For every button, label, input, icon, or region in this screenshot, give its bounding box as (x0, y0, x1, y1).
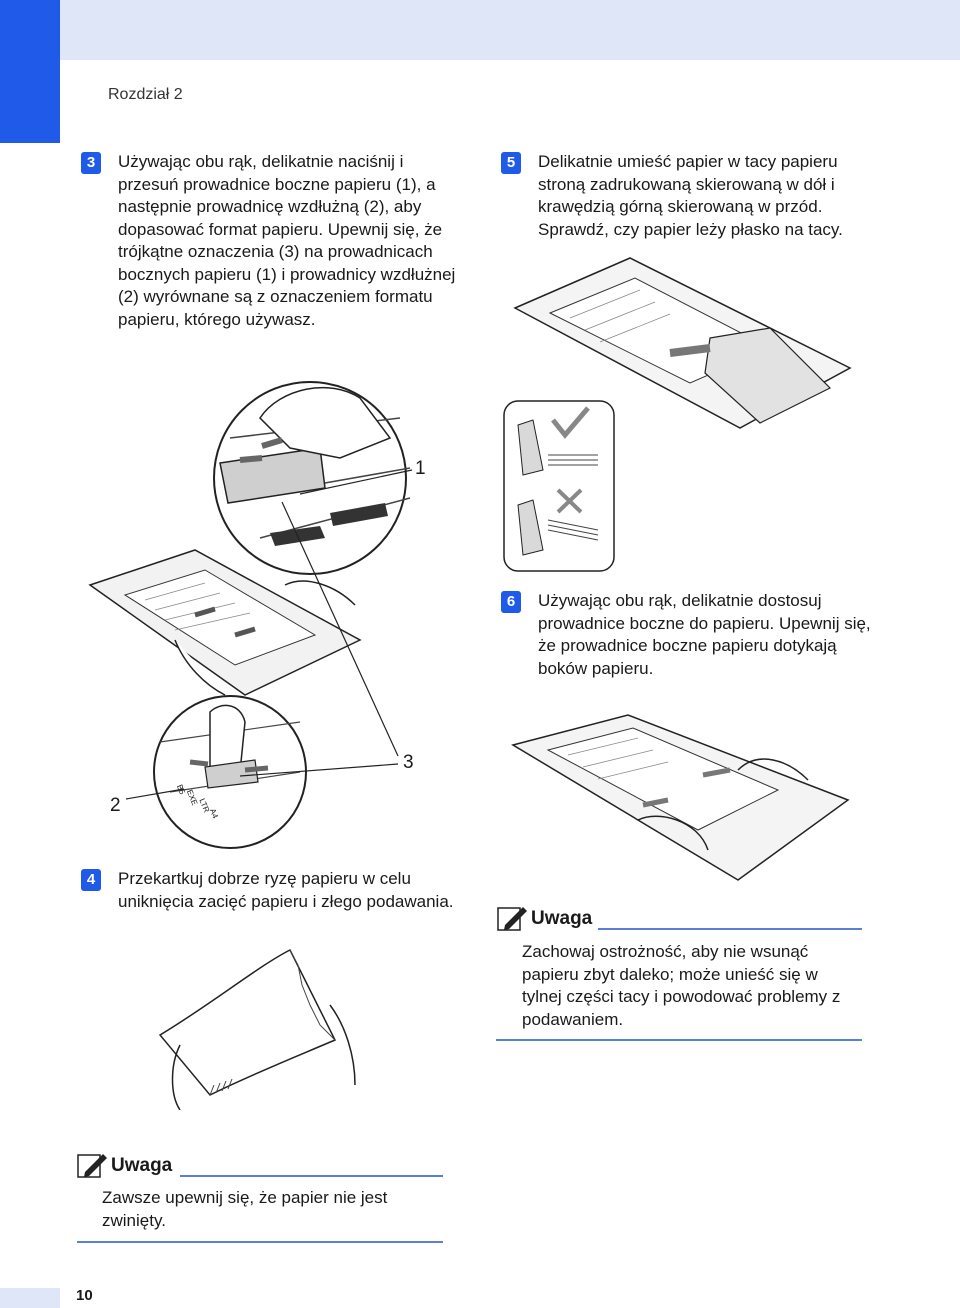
step-4-text: Przekartkuj dobrze ryzę papieru w celu u… (118, 869, 454, 911)
note-2-bottom-rule (77, 1241, 443, 1243)
step-3-badge: 3 (81, 152, 101, 174)
note-2-text: Zawsze upewnij się, że papier nie jest z… (102, 1188, 388, 1230)
callout-3-leader-to-tray (281, 501, 399, 757)
note-2-title: Uwaga (111, 1155, 173, 1176)
step-3-text: Używając obu rąk, delikatnie naciśnij i … (118, 152, 456, 329)
note-1-text: Zachowaj ostrożność, aby nie wsunąć papi… (522, 942, 841, 1029)
page-number: 10 (76, 1287, 93, 1304)
adjust-side-guides-illustration (508, 710, 853, 885)
callout-1: 1 (415, 458, 426, 479)
step-4-badge: 4 (81, 869, 101, 891)
callout-2: 2 (110, 795, 121, 816)
paper-in-tray-illustration (510, 248, 855, 438)
fan-paper-illustration (150, 945, 370, 1110)
step-5-badge: 5 (501, 152, 521, 174)
note-2-top-rule (180, 1175, 443, 1177)
paper-placement-check-illustration (503, 400, 615, 572)
note-1-title: Uwaga (531, 908, 593, 929)
chapter-tab (0, 0, 60, 143)
callout-1-leader (300, 469, 413, 495)
paper-tray-illustration (85, 545, 385, 700)
chapter-title: Rozdział 2 (108, 86, 183, 103)
callout-3: 3 (403, 752, 414, 773)
note-2-header: Uwaga (77, 1152, 172, 1180)
note-1-top-rule (598, 928, 862, 930)
note-pencil-icon (497, 907, 527, 931)
note-1-header: Uwaga (497, 905, 592, 933)
step-6-badge: 6 (501, 591, 521, 613)
callout-2-leader (126, 788, 185, 800)
note-pencil-icon (77, 1154, 107, 1178)
step-6-text: Używając obu rąk, delikatnie dostosuj pr… (538, 591, 871, 678)
side-guide-zoom-illustration (200, 378, 450, 578)
callout-3-leader (240, 763, 399, 777)
note-1-bottom-rule (496, 1039, 862, 1041)
step-5-text: Delikatnie umieść papier w tacy papieru … (538, 152, 843, 239)
footer-band (0, 1288, 60, 1308)
header-band (0, 0, 960, 60)
length-guide-zoom-illustration (150, 692, 310, 852)
